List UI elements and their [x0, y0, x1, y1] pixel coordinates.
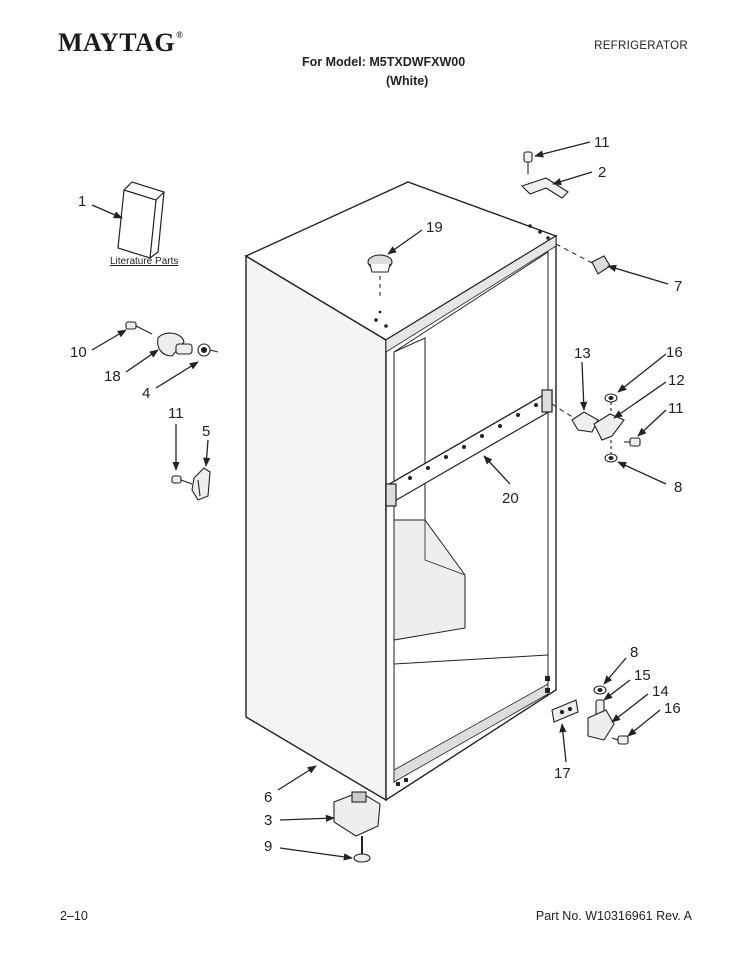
callout-2: 2 [598, 164, 606, 181]
page-number: 2–10 [60, 909, 88, 923]
callout-5: 5 [202, 423, 210, 440]
callout-12: 12 [668, 372, 685, 389]
callout-14: 14 [652, 683, 669, 700]
callout-leaders [91, 141, 669, 861]
top-hinge-holes [374, 224, 550, 328]
callout-6: 6 [264, 789, 272, 806]
callout-15: 15 [634, 667, 651, 684]
screw-and-clip [171, 467, 211, 501]
bottom-hinge-assembly [551, 685, 629, 745]
literature-booklet [117, 181, 165, 259]
callout-16: 16 [666, 344, 683, 361]
callout-10: 10 [70, 344, 87, 361]
cabinet-base-marks [396, 676, 550, 786]
callout-numbers: 11 2 1 19 7 10 18 4 13 16 12 11 11 5 20 … [70, 134, 685, 855]
callout-16b: 16 [664, 700, 681, 717]
callout-11: 11 [594, 134, 610, 151]
handle-mount-assembly [125, 321, 219, 357]
callout-7: 7 [674, 278, 682, 295]
hinge-cover [591, 255, 611, 275]
callout-20: 20 [502, 490, 519, 507]
callout-3: 3 [264, 812, 272, 829]
top-hinge-bracket [520, 151, 569, 199]
brand-logo: MAYTAG® [58, 28, 184, 57]
refrigerator-cabinet [244, 181, 558, 802]
leveling-leg-assembly [333, 791, 381, 863]
model-line: For Model: M5TXDWFXW00 [302, 55, 466, 69]
plug-button [367, 254, 393, 273]
callout-11c: 11 [168, 405, 184, 422]
callout-13: 13 [574, 345, 591, 362]
callout-1: 1 [78, 193, 86, 210]
callout-8b: 8 [630, 644, 638, 661]
divider-bar [385, 388, 553, 508]
color-line: (White) [386, 74, 429, 88]
part-number: Part No. W10316961 Rev. A [535, 909, 692, 923]
callout-4: 4 [142, 385, 150, 402]
callout-17: 17 [554, 765, 571, 782]
literature-parts-label: Literature Parts [110, 256, 178, 267]
callout-19: 19 [426, 219, 443, 236]
callout-11b: 11 [668, 400, 684, 417]
category-label: REFRIGERATOR [594, 40, 688, 52]
callout-9: 9 [264, 838, 272, 855]
callout-8: 8 [674, 479, 682, 496]
callout-18: 18 [104, 368, 121, 385]
center-hinge-assembly [571, 393, 641, 463]
